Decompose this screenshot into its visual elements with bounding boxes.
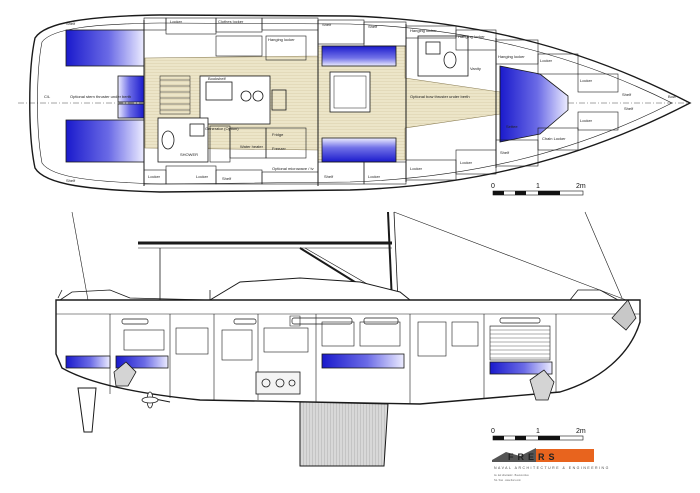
logo-name: FRERS: [508, 452, 559, 462]
aft-head: [157, 117, 209, 163]
scale-bottom-two: 2m: [576, 428, 586, 435]
mast: [387, 211, 393, 303]
lbl-microwave: Optional microwave / tv: [272, 166, 314, 171]
saloon-settee-stbd: [321, 137, 397, 163]
lbl-locker-bottom: Locker: [148, 174, 161, 179]
aft-berth-port: [65, 29, 145, 67]
lbl-hanging-locker-fwd3: Hanging locker: [498, 54, 525, 59]
lbl-locker-bottom2: Locker: [196, 174, 209, 179]
profile-berth-aft: [65, 355, 111, 369]
profile-berth-fwd: [489, 361, 553, 375]
lbl-settee: Settee: [506, 124, 518, 129]
profile-view: [55, 211, 641, 467]
lbl-hanging-locker: Hanging locker: [268, 37, 295, 42]
lbl-shelf-bottom3: Shelf: [324, 174, 334, 179]
lbl-hanging-locker-fwd: Hanging locker: [410, 28, 437, 33]
scale-top-zero: 0: [491, 183, 495, 190]
saloon-settee-port: [321, 45, 397, 67]
lbl-bookshelf: Bookshelf: [208, 76, 226, 81]
logo-wave-mark: [492, 448, 536, 462]
lbl-locker-bottom3: Locker: [368, 174, 381, 179]
lbl-shower: SHOWER: [180, 152, 198, 157]
scale-bottom-one: 1: [536, 428, 540, 435]
lbl-hanging-locker-fwd2: Hanging locker: [458, 34, 485, 39]
lbl-clothes-locker: Clothes locker: [218, 19, 244, 24]
propeller: [141, 391, 171, 409]
lbl-shelf-bottom2: Shelf: [222, 176, 232, 181]
scale-bar-bottom: 0 1 2m: [491, 428, 586, 441]
lbl-vanity: Vanity: [470, 66, 481, 71]
lbl-generator: Generator (Option): [205, 126, 239, 131]
lbl-bow: Bow: [668, 94, 676, 99]
rudder: [77, 387, 97, 433]
plan-view: Shelf Locker Clothes locker Hanging lock…: [18, 14, 692, 193]
lbl-shelf-fwd: Shelf: [622, 92, 632, 97]
frers-logo: FRERS NAVAL ARCHITECTURE & ENGINEERING A…: [492, 448, 610, 482]
scale-top-one: 1: [536, 183, 540, 190]
lbl-locker-bottom6: Locker: [580, 118, 593, 123]
deckhouse: [208, 277, 412, 301]
lbl-bow-thruster: Optional bow thruster under berth: [410, 94, 470, 99]
lbl-shelf-top3: Shelf: [368, 24, 378, 29]
lbl-shelf-bottom: Shelf: [66, 178, 76, 183]
profile-hull-outline: [55, 299, 641, 405]
lbl-locker-fwd: Locker: [540, 58, 553, 63]
scale-bottom-zero: 0: [491, 428, 495, 435]
lbl-shelf-fwd2: Shelf: [624, 106, 634, 111]
lbl-water-heater: Water heater: [240, 144, 264, 149]
lbl-stern-thruster: Optional stern thruster under berth: [70, 94, 131, 99]
lbl-stern: C/L: [44, 94, 51, 99]
lbl-locker-bottom5: Locker: [460, 160, 473, 165]
lbl-locker-top: Locker: [170, 19, 183, 24]
profile-settee: [321, 353, 405, 369]
lbl-fridge: Fridge: [272, 132, 284, 137]
lbl-locker-bottom4: Locker: [410, 166, 423, 171]
pulpit: [569, 289, 619, 301]
logo-fine-1: Av. del Libertador · Buenos Aires: [494, 474, 530, 477]
lbl-shelf-top: Shelf: [66, 21, 76, 26]
lbl-chain-locker: Chain Locker: [542, 136, 566, 141]
logo-subtitle: NAVAL ARCHITECTURE & ENGINEERING: [494, 466, 610, 470]
scale-bar-top: 0 1 2m: [491, 183, 586, 196]
lbl-locker-fwd2: Locker: [580, 78, 593, 83]
scale-top-two: 2m: [576, 183, 586, 190]
logo-orange-bar: [536, 449, 594, 462]
lbl-freezer: Freezer: [272, 146, 286, 151]
engine: [255, 371, 301, 395]
fwd-head: [417, 35, 469, 77]
keel: [299, 401, 389, 467]
lbl-shelf-top2: Shelf: [322, 22, 332, 27]
lbl-shelf-bottom4: Shelf: [500, 150, 510, 155]
aft-berth-stbd: [65, 119, 145, 163]
forestay: [393, 211, 627, 301]
logo-fine-2: Tel / Fax · www.frers.com: [494, 479, 521, 482]
